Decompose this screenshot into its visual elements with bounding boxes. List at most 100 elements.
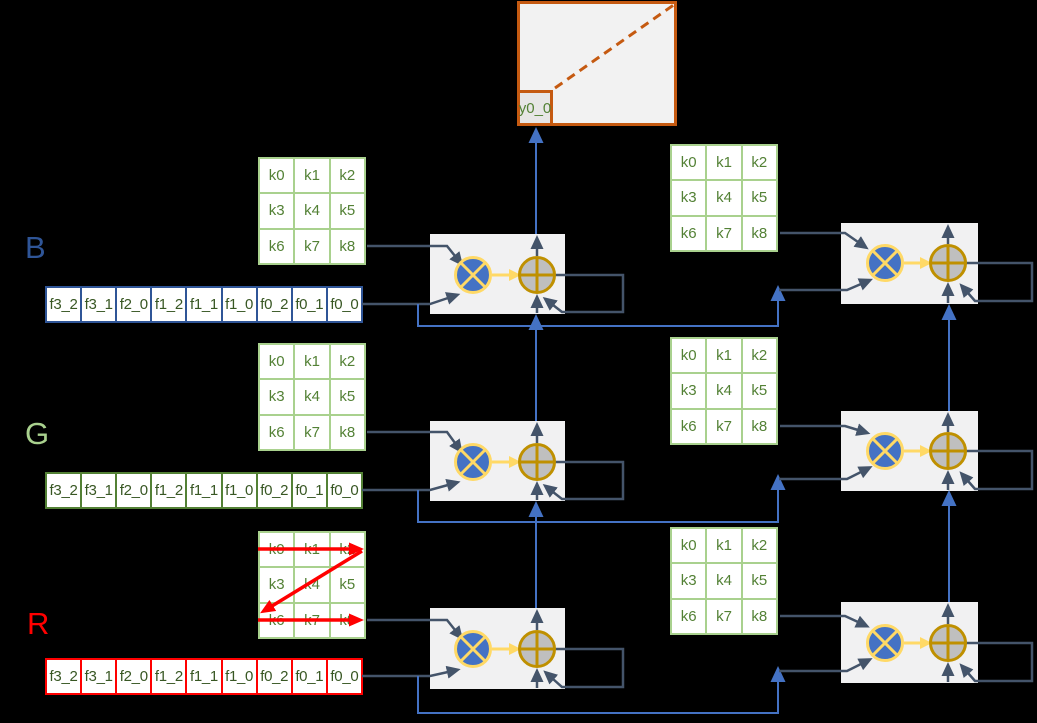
kernel-cell: k6 — [672, 216, 706, 250]
kernel-cell: k5 — [330, 380, 364, 414]
kernel-cell: k7 — [707, 216, 741, 250]
kernel-cell: k6 — [260, 229, 294, 263]
kernel-cell: k1 — [295, 345, 329, 379]
b-right-kernel-to-multiplier-line — [780, 231, 869, 250]
accumulator-icon — [929, 244, 967, 282]
g-feature-branch-line — [417, 474, 786, 523]
kernel-cell: k0 — [672, 529, 706, 563]
kernel-cell: k7 — [707, 409, 741, 443]
kernel-cell: k1 — [295, 159, 329, 193]
g-mid-feedback-loop — [542, 460, 625, 501]
kernel-cell: k5 — [742, 564, 776, 598]
accumulator-icon — [518, 443, 556, 481]
feature-cell: f0_0 — [327, 288, 361, 321]
multiplier-icon — [866, 244, 904, 282]
accumulator-icon — [929, 624, 967, 662]
feature-cell: f3_2 — [47, 474, 81, 507]
r-right-kernel-to-multiplier-line — [780, 614, 870, 628]
feature-cell: f2_0 — [117, 660, 151, 693]
kernel-cell: k1 — [707, 529, 741, 563]
feature-cell: f2_0 — [117, 474, 151, 507]
kernel-cell: k2 — [742, 146, 776, 180]
feature-cell: f1_0 — [222, 474, 256, 507]
output-map-scan-dashed-line — [554, 2, 676, 90]
multiplier-icon — [454, 443, 492, 481]
channel-label-b: B — [25, 230, 46, 265]
b-feature-branch-line — [417, 285, 786, 327]
feature-cell: f0_1 — [292, 288, 326, 321]
feature-cell: f1_2 — [152, 288, 186, 321]
kernel-cell: k7 — [295, 415, 329, 449]
kernel-cell: k4 — [707, 564, 741, 598]
kernel-cell: k6 — [260, 415, 294, 449]
kernel-cell: k2 — [742, 529, 776, 563]
kernel-cell: k2 — [742, 339, 776, 373]
feature-cell: f1_0 — [222, 660, 256, 693]
kernel-cell: k0 — [260, 345, 294, 379]
kernel-cell: k3 — [672, 181, 706, 215]
r-right-feedback-loop — [959, 641, 1034, 683]
kernel-cell: k3 — [672, 564, 706, 598]
channel-label-g: G — [25, 416, 50, 451]
output-pixel-cell: y0_0 — [517, 90, 553, 126]
kernel-cell: k4 — [295, 380, 329, 414]
g-right-feedback-loop — [959, 449, 1034, 491]
b-mid-feedback-loop — [542, 273, 625, 314]
g-feature-to-multiplier-line — [362, 479, 461, 492]
kernel-cell: k2 — [330, 345, 364, 379]
kernel-cell: k0 — [672, 339, 706, 373]
feature-cell: f3_2 — [47, 288, 81, 321]
r-feature-to-right-multiplier-line — [779, 658, 873, 673]
kernel-cell: k0 — [672, 146, 706, 180]
multiplier-icon — [454, 256, 492, 294]
b-kernel-to-multiplier-line — [367, 244, 464, 267]
kernel-cell: k8 — [742, 409, 776, 443]
feature-cell: f3_1 — [82, 288, 116, 321]
kernel-cell: k6 — [672, 409, 706, 443]
kernel-cell: k3 — [260, 380, 294, 414]
feature-cell: f0_2 — [257, 288, 291, 321]
feature-cell: f1_1 — [187, 660, 221, 693]
kernel-cell: k4 — [707, 374, 741, 408]
kernel-cell: k7 — [295, 229, 329, 263]
kernel-cell: k3 — [672, 374, 706, 408]
scan-order-arrow-diagonal — [260, 549, 363, 614]
feature-cell: f1_1 — [187, 288, 221, 321]
kernel-cell: k8 — [330, 415, 364, 449]
kernel-cell: k8 — [742, 599, 776, 633]
kernel-cell: k6 — [672, 599, 706, 633]
b-feature-to-right-multiplier-line — [779, 278, 873, 292]
b-feature-to-multiplier-line — [362, 292, 461, 306]
feature-cell: f0_2 — [257, 660, 291, 693]
kernel-cell: k2 — [330, 159, 364, 193]
g-kernel-to-multiplier-line — [367, 430, 463, 454]
r-feature-branch-line — [417, 666, 786, 714]
g-right-kernel-to-multiplier-line — [780, 423, 871, 436]
kernel-cell: k3 — [260, 194, 294, 228]
kernel-cell: k4 — [707, 181, 741, 215]
multiplier-icon — [454, 630, 492, 668]
kernel-cell: k4 — [295, 194, 329, 228]
feature-cell: f1_2 — [152, 660, 186, 693]
kernel-cell: k1 — [707, 339, 741, 373]
b-right-feedback-loop — [959, 261, 1034, 303]
kernel-cell: k5 — [330, 568, 364, 602]
feature-cell: f0_0 — [327, 474, 361, 507]
kernel-cell: k8 — [330, 229, 364, 263]
feature-cell: f1_0 — [222, 288, 256, 321]
r-mid-feedback-loop — [543, 647, 625, 689]
r-feature-to-multiplier-line — [362, 665, 461, 679]
kernel-cell: k5 — [742, 181, 776, 215]
kernel-cell: k0 — [260, 159, 294, 193]
feature-cell: f1_2 — [152, 474, 186, 507]
kernel-cell: k8 — [742, 216, 776, 250]
g-feature-to-right-multiplier-line — [779, 466, 873, 481]
channel-label-r: R — [27, 606, 50, 641]
